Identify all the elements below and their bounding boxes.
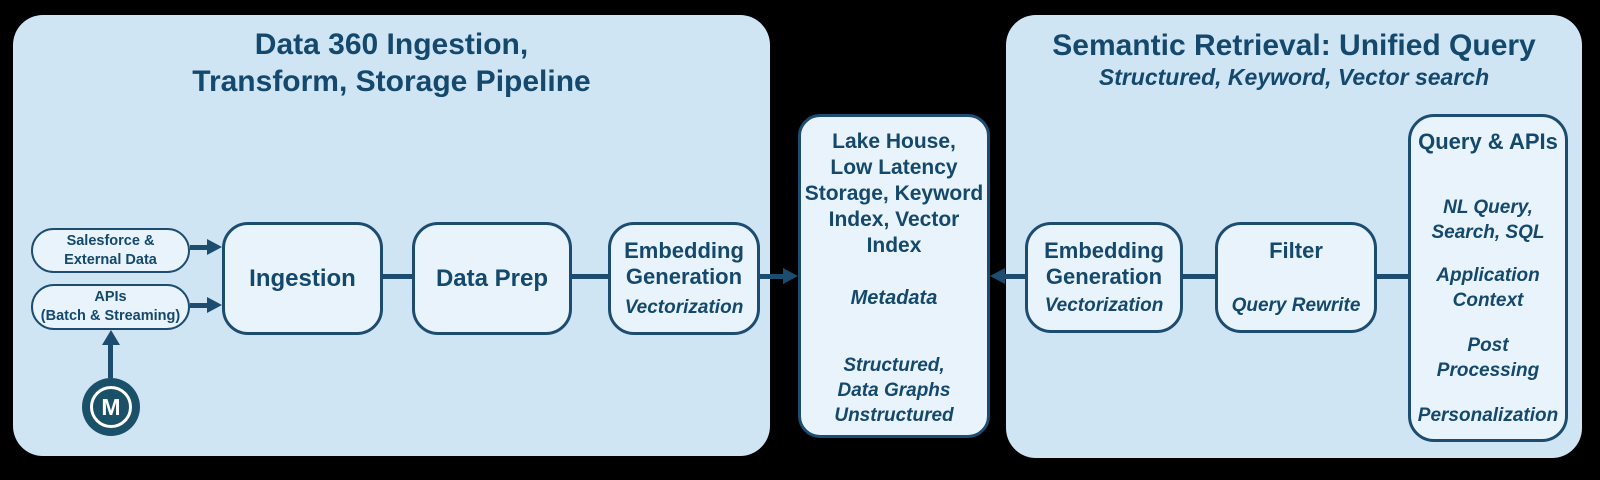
right-panel-subtitle: Structured, Keyword, Vector search	[1098, 64, 1490, 90]
embedding-to-filter-connector	[1183, 274, 1215, 279]
left-panel-title: Data 360 Ingestion, Transform, Storage P…	[192, 28, 591, 98]
arrow-head	[990, 268, 1005, 284]
nl-query-search-sql-label: NL Query, Search, SQL	[1431, 197, 1545, 243]
application-context-label: Application Context	[1436, 265, 1540, 311]
embedding-generation-node-left: Embedding Generation Vectorization	[608, 222, 760, 335]
metadata-label: Metadata	[850, 287, 938, 309]
ingestion-label: Ingestion	[249, 264, 356, 292]
personalization-label: Personalization	[1417, 405, 1559, 426]
lake-house-storage-node: Lake House, Low Latency Storage, Keyword…	[798, 114, 990, 438]
mulesoft-logo-ring: M	[90, 386, 132, 428]
ingestion-to-dataprep-connector	[383, 274, 412, 279]
embedding-generation-label: Embedding Generation	[1044, 238, 1164, 289]
query-apis-title: Query & APIs	[1418, 129, 1558, 154]
filter-label: Filter	[1269, 238, 1323, 263]
arrow-head	[207, 297, 222, 313]
filter-to-query-apis-connector	[1377, 274, 1408, 279]
mulesoft-logo-letter: M	[101, 393, 121, 420]
salesforce-external-data-pill: Salesforce & External Data	[31, 228, 190, 273]
arrow-head	[783, 268, 798, 284]
data-prep-node: Data Prep	[412, 222, 572, 335]
arrow-shaft	[760, 274, 785, 279]
post-processing-label: Post Processing	[1436, 335, 1540, 381]
embedding-generation-node-right: Embedding Generation Vectorization	[1025, 222, 1183, 333]
arrow-shaft	[190, 303, 208, 308]
arrow-head	[207, 239, 222, 255]
data-types-label: Structured, Data Graphs Unstructured	[834, 355, 954, 426]
vectorization-label: Vectorization	[1044, 295, 1164, 316]
arrow-head	[102, 330, 120, 345]
dataprep-to-embedding-connector	[572, 274, 608, 279]
data-prep-label: Data Prep	[435, 264, 549, 292]
mulesoft-logo-icon: M	[82, 378, 140, 436]
arrow-shaft	[1004, 274, 1025, 279]
storage-node-title: Lake House, Low Latency Storage, Keyword…	[804, 130, 984, 257]
arrow-shaft	[190, 245, 208, 250]
vectorization-label: Vectorization	[624, 297, 744, 318]
arrow-shaft	[108, 343, 113, 378]
query-rewrite-label: Query Rewrite	[1231, 295, 1361, 316]
filter-node: Filter Query Rewrite	[1215, 222, 1377, 333]
apis-batch-streaming-pill: APIs (Batch & Streaming)	[31, 284, 190, 330]
right-panel-title: Semantic Retrieval: Unified Query	[1052, 29, 1536, 62]
embedding-generation-label: Embedding Generation	[624, 238, 744, 289]
ingestion-node: Ingestion	[222, 222, 383, 335]
query-apis-node: Query & APIs NL Query, Search, SQL Appli…	[1408, 114, 1568, 442]
